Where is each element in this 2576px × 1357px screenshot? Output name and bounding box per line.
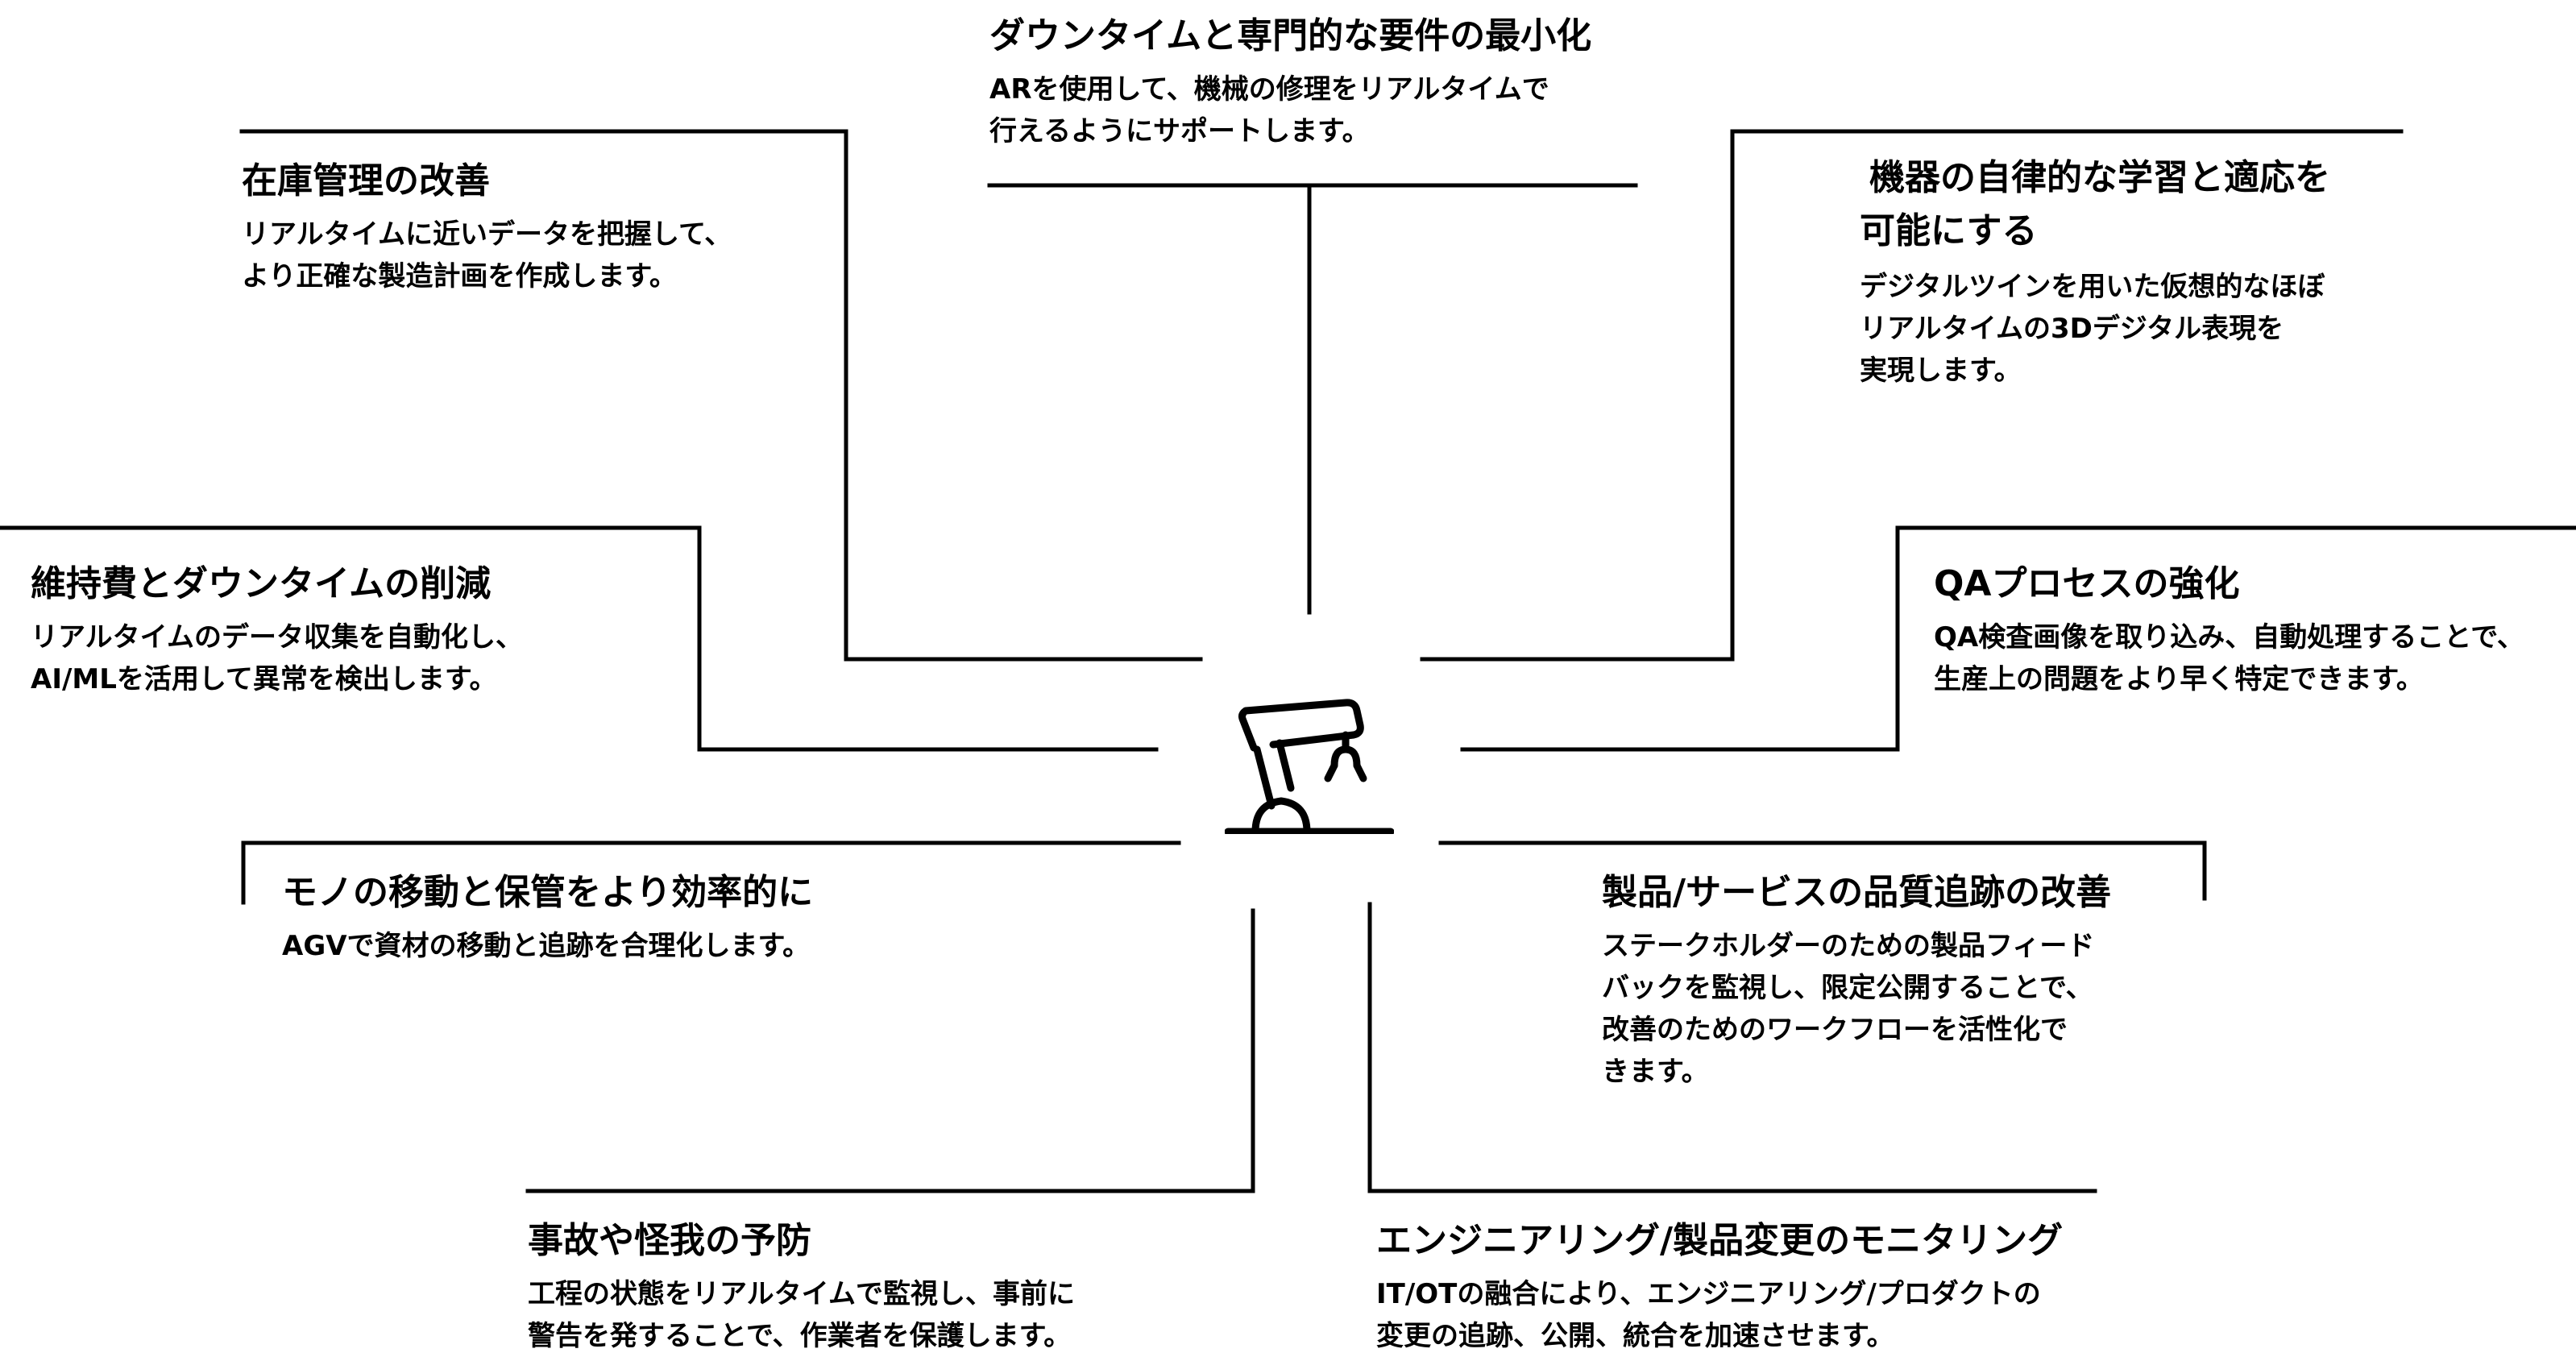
node-title: QAプロセスの強化 — [1934, 563, 2240, 604]
node-maintenance: 維持費とダウンタイムの削減 リアルタイムのデータ収集を自動化し、 AI/MLを活… — [31, 560, 523, 700]
node-title: 事故や怪我の予防 — [528, 1220, 811, 1261]
node-title: エンジニアリング/製品変更のモニタリング — [1376, 1220, 2064, 1261]
node-accident: 事故や怪我の予防 工程の状態をリアルタイムで監視し、事前に 警告を発することで、… — [528, 1217, 1075, 1357]
node-description: リアルタイムのデータ収集を自動化し、 AI/MLを活用して異常を検出します。 — [31, 621, 523, 695]
node-description: QA検査画像を取り込み、自動処理することで、 生産上の問題をより早く特定できます… — [1934, 621, 2524, 695]
robot-arm-icon — [1225, 699, 1394, 834]
node-title: 維持費とダウンタイムの削減 — [31, 563, 492, 604]
node-qa: QAプロセスの強化 QA検査画像を取り込み、自動処理することで、 生産上の問題を… — [1934, 560, 2524, 700]
node-title: 在庫管理の改善 — [242, 160, 490, 201]
node-description: AGVで資材の移動と追跡を合理化します。 — [282, 930, 811, 962]
node-description: リアルタイムに近いデータを把握して、 より正確な製造計画を作成します。 — [242, 218, 732, 293]
node-description: IT/OTの融合により、エンジニアリング/プロダクトの 変更の追跡、公開、統合を… — [1376, 1278, 2041, 1352]
node-description: 工程の状態をリアルタイムで監視し、事前に 警告を発することで、作業者を保護します… — [528, 1278, 1075, 1352]
node-description: ステークホルダーのための製品フィード バックを監視し、限定公開することで、 改善… — [1602, 930, 2095, 1088]
node-title: 機器の自律的な学習と適応を 可能にする — [1860, 157, 2330, 251]
node-title: 製品/サービスの品質追跡の改善 — [1602, 872, 2112, 913]
node-engineering: エンジニアリング/製品変更のモニタリング IT/OTの融合により、エンジニアリン… — [1376, 1217, 2063, 1357]
node-description: ARを使用して、機械の修理をリアルタイムで 行えるようにサポートします。 — [989, 73, 1549, 147]
node-description: デジタルツインを用いた仮想的なほぼ リアルタイムの3Dデジタル表現を 実現します… — [1860, 271, 2325, 387]
node-downtime: ダウンタイムと専門的な要件の最小化 ARを使用して、機械の修理をリアルタイムで … — [989, 12, 1591, 152]
node-inventory: 在庫管理の改善 リアルタイムに近いデータを把握して、 より正確な製造計画を作成し… — [242, 157, 732, 297]
node-movement: モノの移動と保管をより効率的に AGVで資材の移動と追跡を合理化します。 — [282, 869, 813, 967]
node-learning: 機器の自律的な学習と適応を 可能にする デジタルツインを用いた仮想的なほぼ リア… — [1860, 151, 2330, 392]
node-title: ダウンタイムと専門的な要件の最小化 — [989, 15, 1592, 56]
node-quality: 製品/サービスの品質追跡の改善 ステークホルダーのための製品フィード バックを監… — [1602, 869, 2111, 1093]
node-title: モノの移動と保管をより効率的に — [282, 872, 814, 913]
